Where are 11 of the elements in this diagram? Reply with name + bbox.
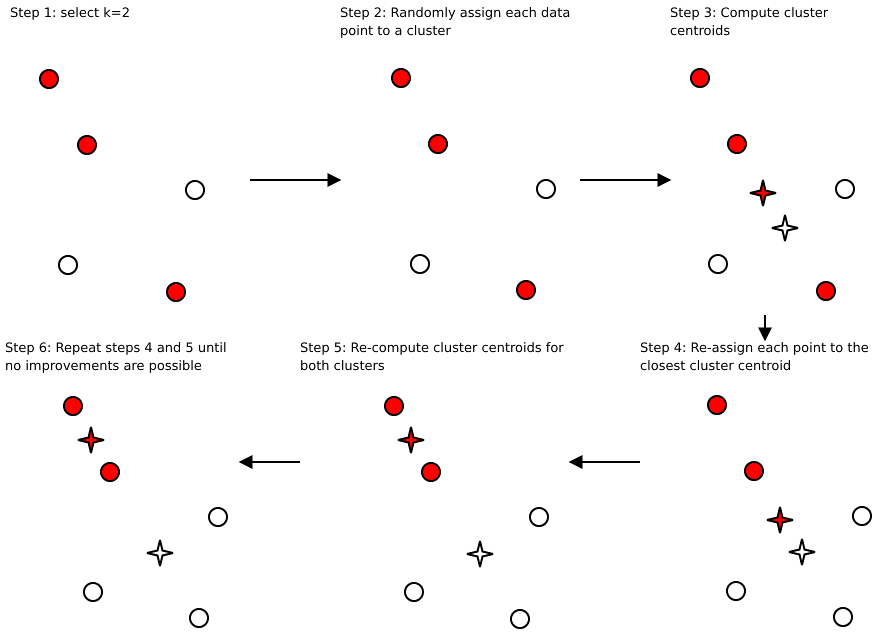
step-label: Step 2: Randomly assign each data point to a cluster — [340, 5, 572, 41]
arrow — [580, 173, 672, 187]
arrow — [758, 315, 772, 342]
step-label: Step 3: Compute cluster centroids — [670, 5, 830, 41]
arrow — [568, 455, 640, 469]
arrow — [250, 173, 342, 187]
step-label: Step 6: Repeat steps 4 and 5 until no improvements are possible — [5, 340, 228, 376]
step-label: Step 5: Re-compute cluster centroids for both clusters — [300, 340, 565, 376]
step-label: Step 4: Re-assign each point to the closest cluster centroid — [640, 340, 870, 376]
step-label: Step 1: select k=2 — [10, 5, 131, 23]
arrow — [238, 455, 300, 469]
